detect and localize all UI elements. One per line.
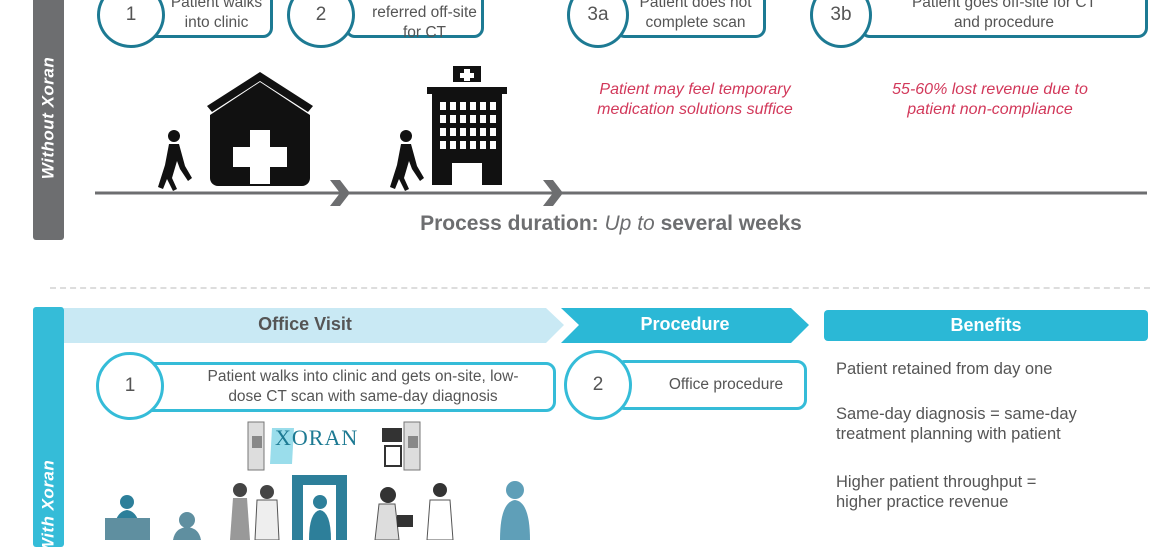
step-1-with: Patient walks into clinic and gets on-si…	[140, 362, 556, 412]
step-number: 3b	[810, 0, 872, 48]
step-text: Patient walks into clinic and gets on-si…	[207, 368, 519, 405]
outcome-3b: 55-60% lost revenue due to patient non-c…	[892, 81, 1088, 118]
hospital-icon	[427, 66, 507, 185]
chevron-right-icon	[330, 180, 350, 206]
step-2-with: Office procedure	[615, 360, 807, 410]
benefit-item: Higher patient throughput = higher pract…	[836, 473, 1037, 511]
doctor-patient-figure	[230, 483, 280, 540]
patient-journey-icons	[158, 66, 507, 191]
ct-scanner-equipment-icon	[247, 421, 421, 471]
with-xoran-label: With Xoran	[33, 307, 64, 554]
duration-qualifier: Up to	[604, 212, 655, 235]
scanner-patient-figure	[292, 475, 347, 540]
patient-figure	[173, 512, 201, 540]
duration-value: several weeks	[660, 212, 802, 235]
without-xoran-label: Without Xoran	[33, 0, 64, 240]
step-text: Patient walks into clinic	[170, 0, 263, 31]
doctor-tablet-figure	[374, 483, 454, 540]
step-3a-without: Patient does not complete scan	[615, 0, 766, 38]
timeline	[95, 180, 1147, 206]
step-number: 1	[96, 352, 164, 420]
walking-person-icon	[390, 130, 424, 191]
chevron-right-icon	[543, 180, 563, 206]
step-2-without: Patient referred off-site for CT	[345, 0, 484, 41]
step-text: Patient referred off-site for CT	[372, 0, 477, 41]
phase-banners	[64, 308, 809, 343]
duration-label: Process duration:	[420, 212, 599, 235]
step-number: 3a	[567, 0, 629, 48]
staff-figure	[500, 481, 530, 540]
people-illustration	[105, 475, 530, 540]
benefit-item: Same-day diagnosis = same-day treatment …	[836, 405, 1077, 443]
step-number: 2	[287, 0, 355, 48]
step-3b-without: Patient goes off-site for CT and procedu…	[860, 0, 1148, 38]
section-divider	[50, 287, 1150, 289]
benefit-item: Patient retained from day one	[836, 360, 1053, 378]
step-text: Patient does not complete scan	[639, 0, 752, 31]
step-number: 1	[97, 0, 165, 48]
step-text: Patient goes off-site for CT and procedu…	[911, 0, 1097, 31]
step-number: 2	[564, 350, 632, 420]
office-visit-banner	[64, 308, 564, 343]
xoran-logo: XORAN	[275, 425, 359, 450]
walking-person-icon	[158, 130, 192, 191]
outcome-3a: Patient may feel temporary medication so…	[597, 81, 793, 118]
process-duration: Process duration: Up to several weeks	[0, 212, 1170, 236]
procedure-banner	[561, 308, 809, 343]
clinic-icon	[207, 72, 313, 186]
procedure-label: Procedure	[640, 314, 730, 334]
benefits-header: Benefits	[824, 310, 1148, 341]
receptionist-figure	[105, 495, 150, 540]
step-text: Office procedure	[668, 376, 784, 393]
office-visit-label: Office Visit	[258, 314, 352, 334]
without-xoran-text: Without Xoran	[38, 56, 58, 179]
